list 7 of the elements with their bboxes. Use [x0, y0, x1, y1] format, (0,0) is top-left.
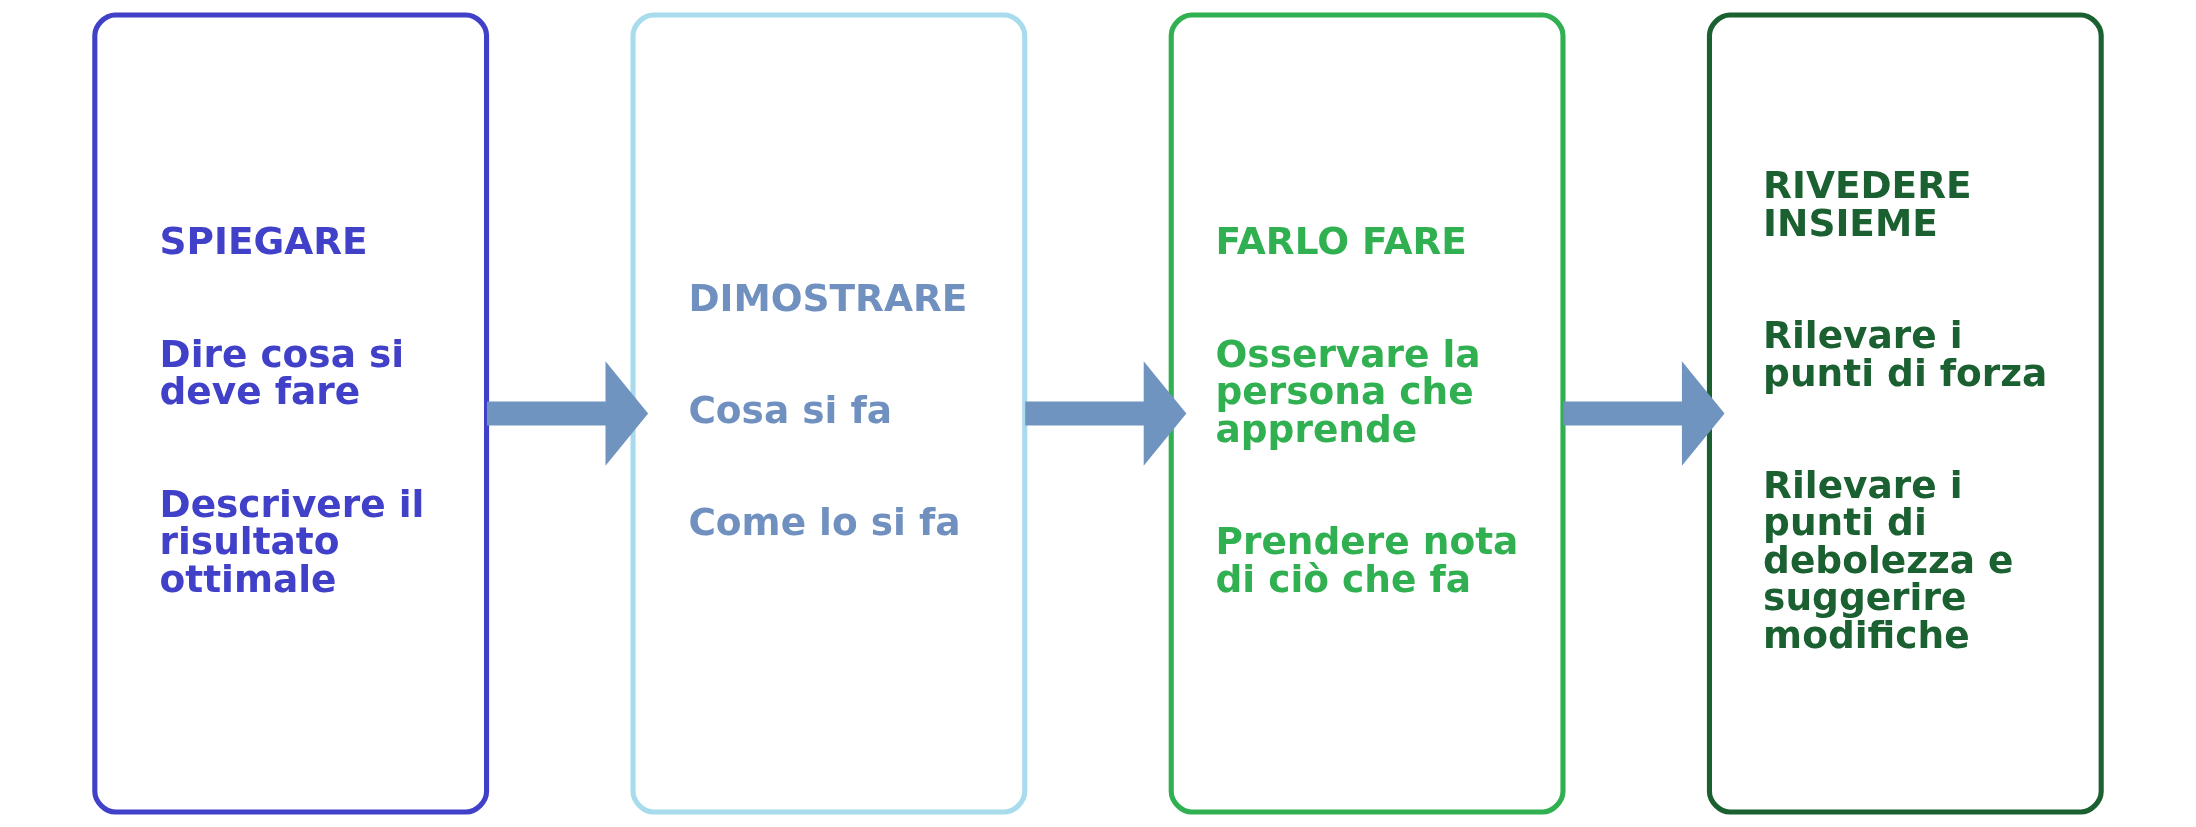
arrow — [1563, 361, 1725, 466]
arrow — [1025, 361, 1187, 466]
node-box: DIMOSTRARE Cosa si fa Come lo si fa — [630, 12, 1028, 815]
node-box: RIVEDERE INSIEME Rilevare i punti di forza Rilevare i punti di debolezza e suggerire modifiche — [1706, 12, 2104, 815]
arrow — [487, 361, 649, 466]
node-box: SPIEGARE Dire cosa si deve fare Descrivere il risultato ottimale — [92, 12, 490, 815]
node-box: FARLO FARE Osservare la persona che apprende Prendere nota di ciò che fa — [1168, 12, 1566, 815]
